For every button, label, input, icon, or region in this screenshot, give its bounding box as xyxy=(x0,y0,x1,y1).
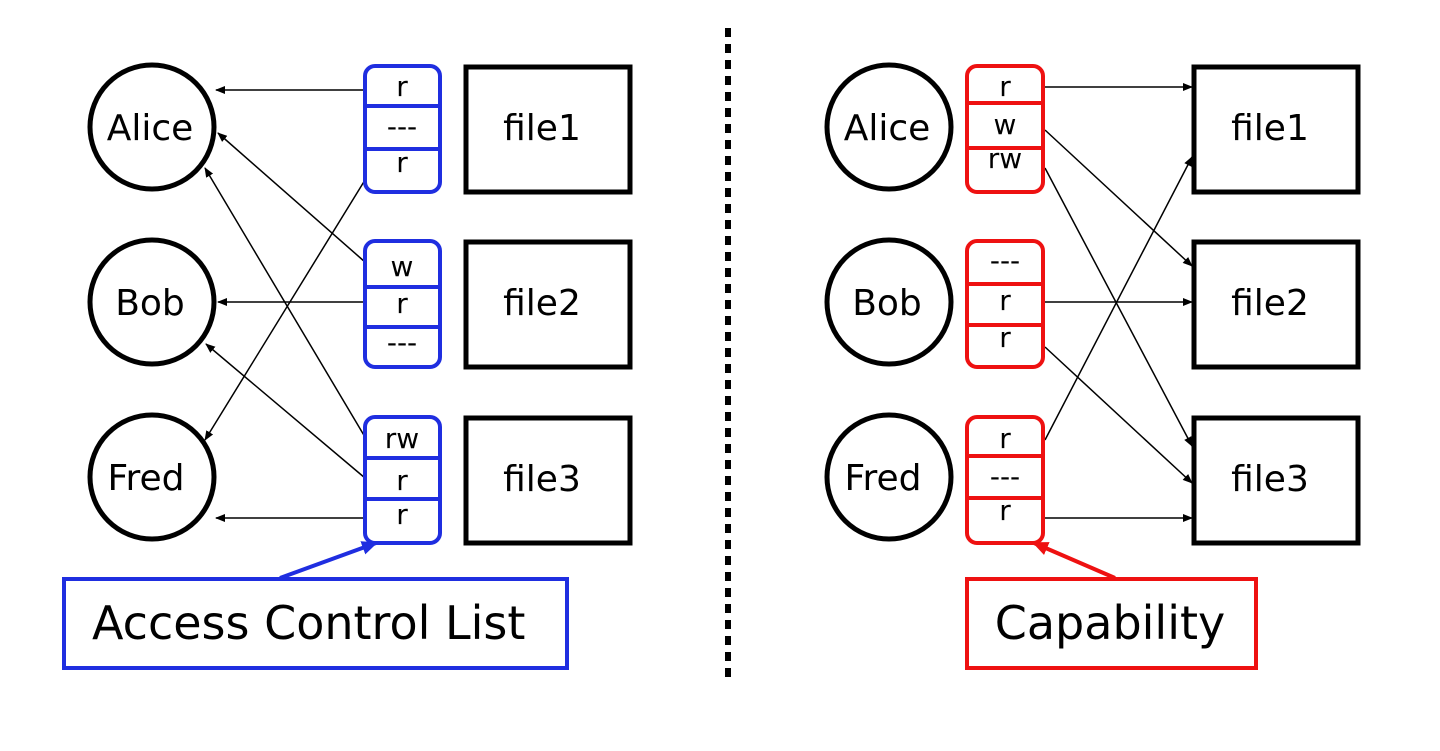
file-box-file3: file3 xyxy=(1191,415,1361,546)
capability-list-alice: r w rw xyxy=(965,64,1045,194)
capability-list-fred: r --- r xyxy=(965,415,1045,545)
file-box-file2: file2 xyxy=(1191,239,1361,370)
edge xyxy=(217,132,366,263)
edge xyxy=(1044,156,1193,441)
svg-text:rw: rw xyxy=(385,422,419,455)
svg-text:r: r xyxy=(999,70,1011,103)
edge xyxy=(205,343,366,479)
file-box-file2: file2 xyxy=(463,239,633,370)
svg-text:w: w xyxy=(391,250,414,283)
acl-list-file3: rw r r xyxy=(363,415,442,545)
svg-text:Capability: Capability xyxy=(995,596,1226,650)
edge xyxy=(204,179,366,441)
file-box-file1: file1 xyxy=(463,64,633,195)
svg-text:r: r xyxy=(999,321,1011,354)
acl-list-file1: r --- r xyxy=(363,64,442,194)
acl-edges xyxy=(204,86,366,522)
user-fred: Fred xyxy=(824,412,954,542)
svg-text:file2: file2 xyxy=(503,283,581,324)
svg-text:Alice: Alice xyxy=(107,108,194,149)
svg-text:file1: file1 xyxy=(503,108,581,149)
svg-text:---: --- xyxy=(990,460,1020,493)
svg-text:r: r xyxy=(396,146,408,179)
svg-text:Alice: Alice xyxy=(844,108,931,149)
edge xyxy=(1044,129,1193,267)
svg-text:---: --- xyxy=(387,110,417,143)
edge xyxy=(1044,167,1193,447)
edge xyxy=(1044,346,1193,484)
svg-text:file2: file2 xyxy=(1231,283,1309,324)
capability-edges xyxy=(1044,83,1193,522)
svg-text:r: r xyxy=(396,287,408,320)
svg-text:r: r xyxy=(396,464,408,497)
acl-panel: Alice Bob Fred r --- r w r --- xyxy=(62,62,633,670)
svg-text:r: r xyxy=(396,70,408,103)
capability-panel: Alice Bob Fred r w rw --- r r xyxy=(824,62,1361,670)
svg-text:r: r xyxy=(999,422,1011,455)
svg-text:r: r xyxy=(396,498,408,531)
capability-pointer-arrow xyxy=(1032,541,1116,580)
svg-text:---: --- xyxy=(990,244,1020,277)
user-alice: Alice xyxy=(824,62,954,192)
file-box-file1: file1 xyxy=(1191,64,1361,195)
svg-text:file1: file1 xyxy=(1231,108,1309,149)
acl-label-box: Access Control List xyxy=(62,577,569,670)
acl-list-file2: w r --- xyxy=(363,239,442,369)
user-alice: Alice xyxy=(87,62,217,192)
file-box-file3: file3 xyxy=(463,415,633,546)
edge xyxy=(204,167,366,438)
svg-text:Access Control List: Access Control List xyxy=(92,596,525,650)
capability-label-box: Capability xyxy=(965,577,1258,670)
user-bob: Bob xyxy=(824,237,954,367)
svg-text:Fred: Fred xyxy=(844,458,921,499)
svg-text:Bob: Bob xyxy=(115,283,185,324)
user-bob: Bob xyxy=(87,237,217,367)
svg-text:Bob: Bob xyxy=(852,283,922,324)
user-fred: Fred xyxy=(87,412,217,542)
capability-list-bob: --- r r xyxy=(965,239,1045,369)
acl-pointer-arrow xyxy=(279,541,378,580)
svg-text:file3: file3 xyxy=(1231,459,1309,500)
svg-text:Fred: Fred xyxy=(107,458,184,499)
svg-text:r: r xyxy=(999,494,1011,527)
svg-text:r: r xyxy=(999,284,1011,317)
svg-text:---: --- xyxy=(387,326,417,359)
svg-text:file3: file3 xyxy=(503,459,581,500)
svg-text:w: w xyxy=(994,108,1017,141)
svg-text:rw: rw xyxy=(988,142,1022,175)
